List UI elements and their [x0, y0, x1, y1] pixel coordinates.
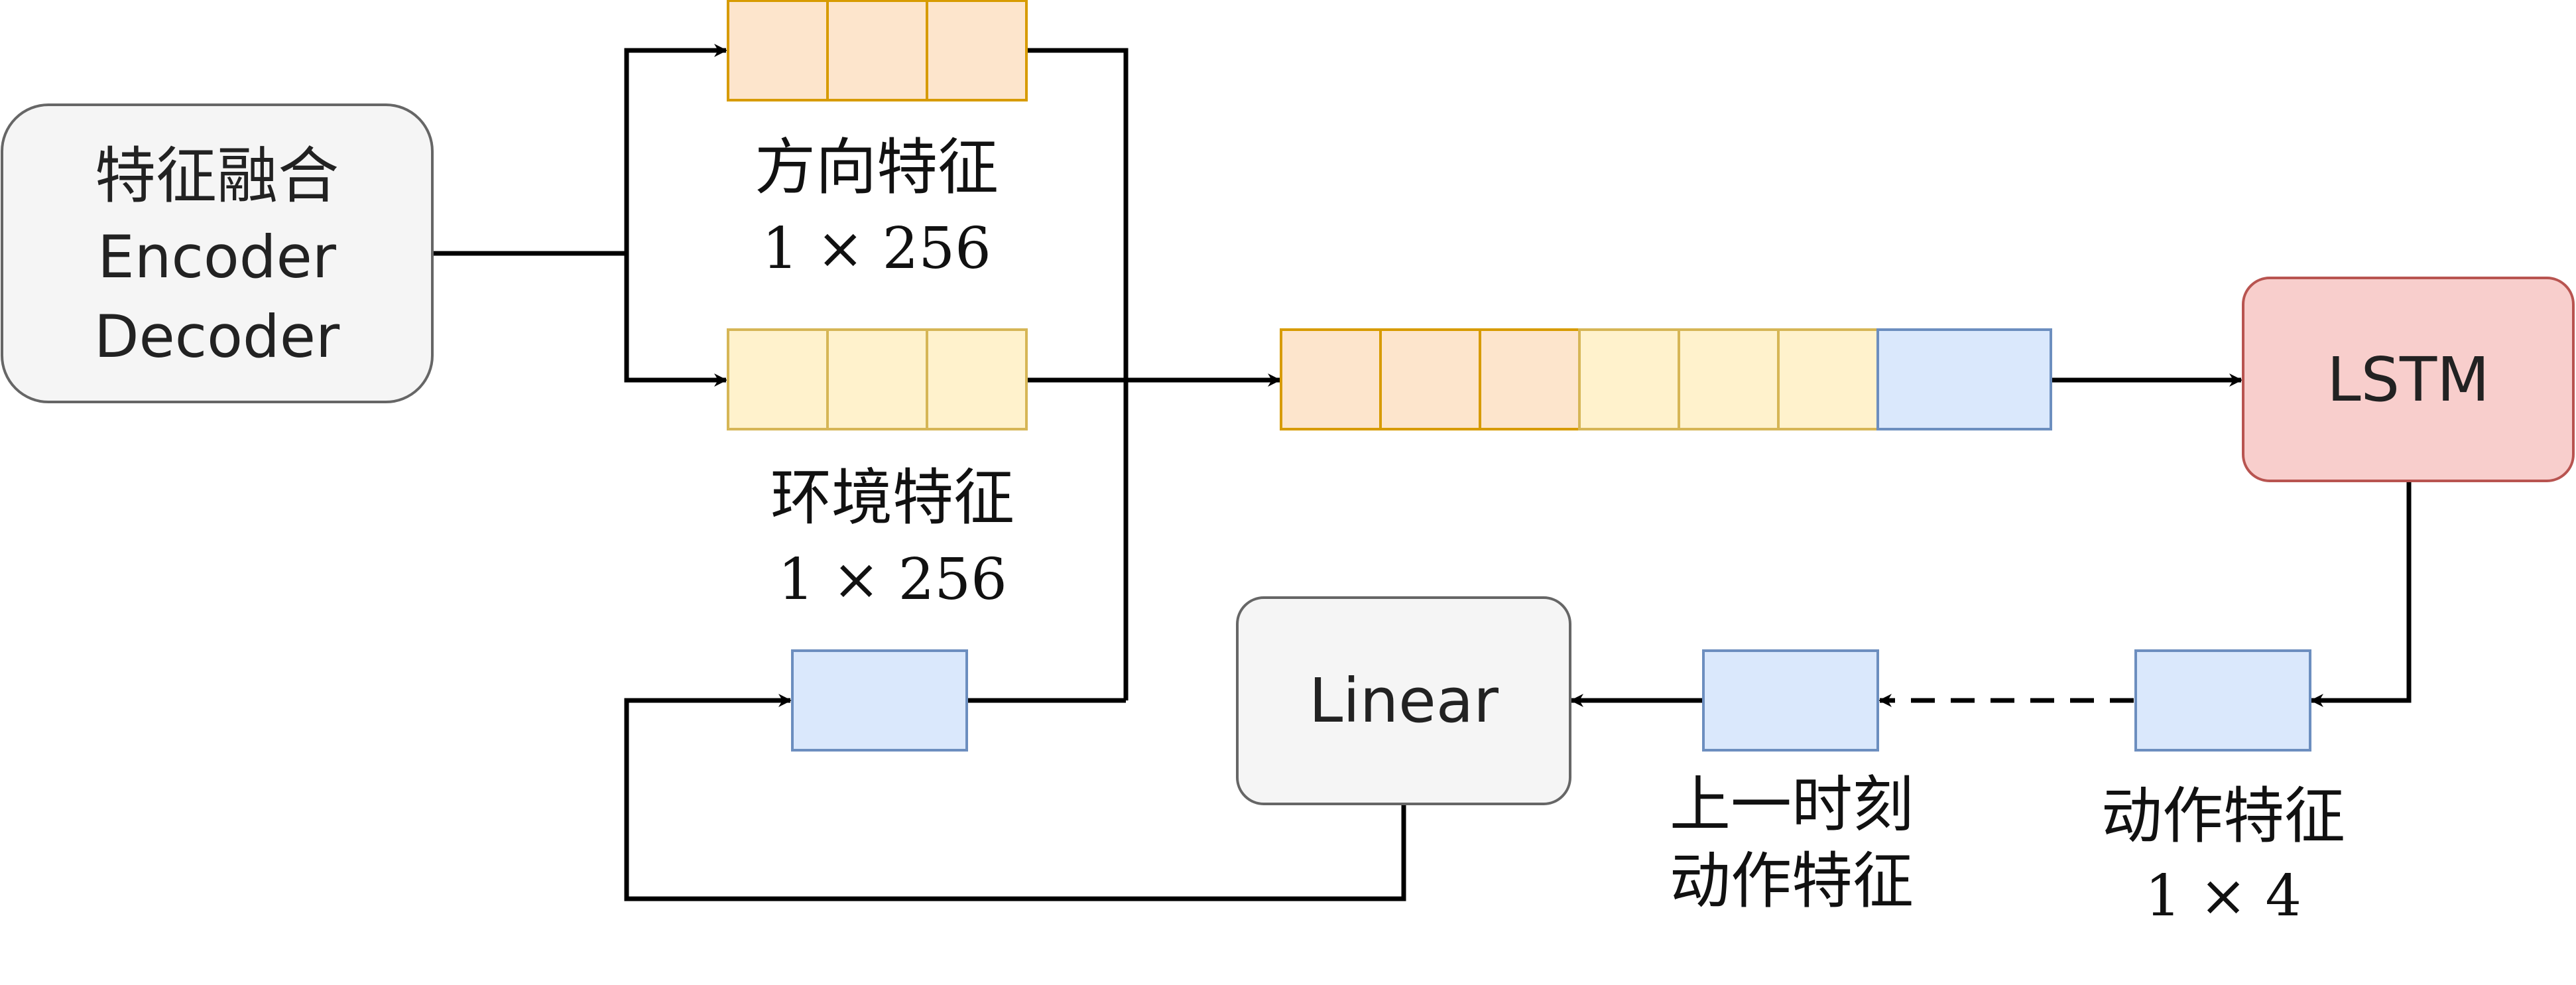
fusion-node-decoder-label: Decoder	[94, 302, 340, 371]
environment-feature-vector	[727, 328, 1028, 430]
fusion-node-encoder-label: Encoder	[97, 223, 337, 291]
concat-environment-cell	[1578, 328, 1680, 430]
linear-node-box	[1236, 596, 1571, 805]
fusion-encoder-decoder-node: 特征融合 Encoder Decoder	[1, 103, 434, 403]
action-feature-dims: 1 × 4	[2145, 863, 2301, 929]
direction-feature-cell	[926, 0, 1028, 101]
concat-action-cell	[1876, 328, 2052, 430]
edge-lstm-to-action-feature	[2310, 482, 2412, 707]
concatenated-feature-vector	[1280, 328, 2052, 430]
direction-feature-vector	[727, 0, 1028, 101]
action-feature-cell	[2134, 649, 2311, 752]
connectors	[432, 44, 2412, 901]
edge-split-to-environment-feature	[624, 253, 727, 387]
previous-action-label-line2: 动作特征	[1670, 846, 1914, 917]
direction-feature-label: 方向特征	[755, 132, 999, 203]
environment-feature-label: 环境特征	[770, 462, 1014, 533]
action-feature-label: 动作特征	[2101, 781, 2345, 852]
feedback-action-cell	[791, 649, 968, 752]
linear-node: Linear	[1236, 596, 1571, 805]
direction-feature-cell	[727, 0, 829, 101]
lstm-node-label: LSTM	[2327, 344, 2489, 415]
environment-feature-cell	[826, 328, 928, 430]
lstm-node: LSTM	[2242, 277, 2575, 482]
environment-feature-dims: 1 × 256	[778, 547, 1007, 613]
concat-direction-cell	[1280, 328, 1382, 430]
lstm-node-box	[2242, 277, 2575, 482]
direction-feature-dims: 1 × 256	[762, 216, 991, 282]
concat-direction-cell	[1479, 328, 1581, 430]
edge-direction-feature-to-merge	[1026, 48, 1129, 700]
concat-direction-cell	[1379, 328, 1481, 430]
concat-environment-cell	[1678, 328, 1780, 430]
previous-action-cell	[1702, 649, 1879, 752]
linear-node-label: Linear	[1309, 665, 1499, 736]
fusion-node-title: 特征融合	[95, 141, 339, 212]
direction-feature-cell	[826, 0, 928, 101]
previous-action-label-line1: 上一时刻	[1670, 769, 1914, 840]
environment-feature-cell	[926, 328, 1028, 430]
concat-environment-cell	[1777, 328, 1879, 430]
environment-feature-cell	[727, 328, 829, 430]
edge-split-to-direction-feature	[624, 44, 727, 253]
fusion-node-box	[1, 103, 434, 403]
edge-linear-feedback-loop	[624, 694, 1406, 901]
